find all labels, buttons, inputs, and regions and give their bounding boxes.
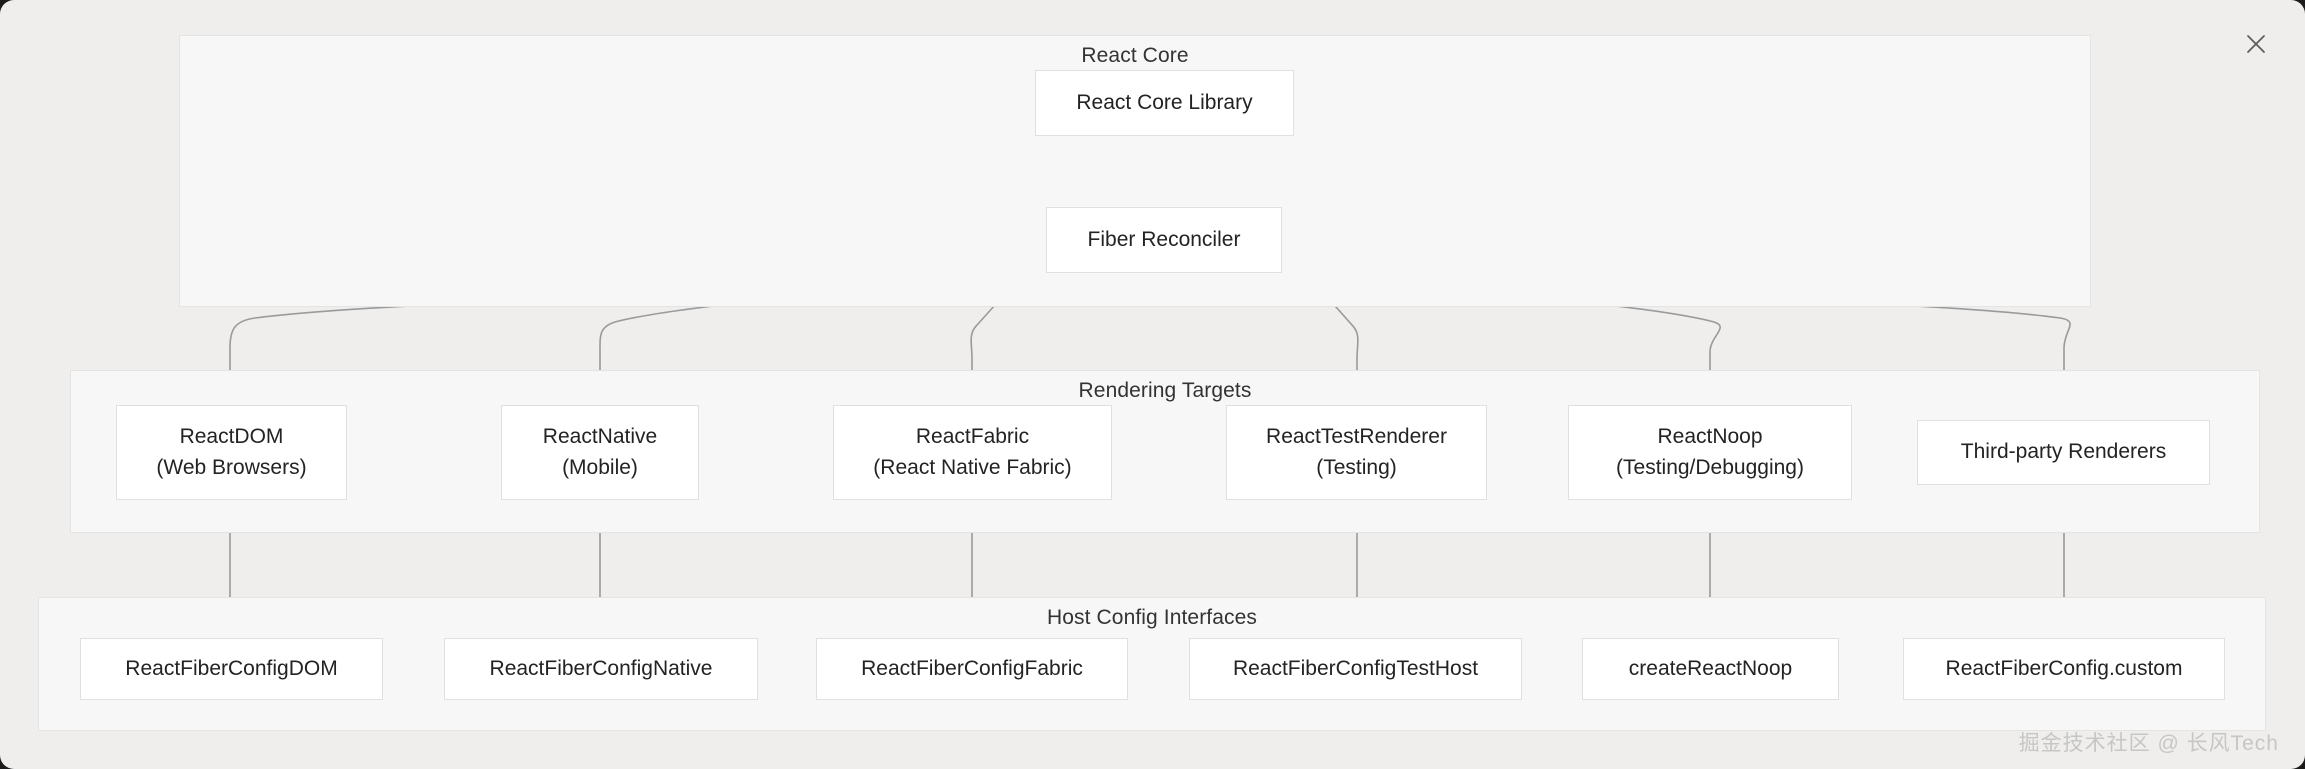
node-createreactnoop[interactable]: createReactNoop bbox=[1582, 638, 1839, 700]
group-host-config-interfaces: Host Config Interfaces bbox=[38, 597, 2266, 731]
node-reacttestrenderer-line2: (Testing) bbox=[1316, 455, 1397, 479]
node-reactfabric-line1: ReactFabric bbox=[915, 425, 1030, 449]
node-createreactnoop-line1: createReactNoop bbox=[1628, 656, 1793, 680]
node-third-party-renderers-line1: Third-party Renderers bbox=[1960, 440, 2167, 464]
node-reactfabric[interactable]: ReactFabric (React Native Fabric) bbox=[833, 405, 1112, 500]
node-reactfiberconfigcustom[interactable]: ReactFiberConfig.custom bbox=[1903, 638, 2225, 700]
group-react-core-label: React Core bbox=[1081, 44, 1189, 67]
node-reactfiberconfignative-line1: ReactFiberConfigNative bbox=[489, 656, 713, 680]
node-reactfabric-line2: (React Native Fabric) bbox=[873, 455, 1072, 479]
node-reactfiberconfigtesthost-line1: ReactFiberConfigTestHost bbox=[1232, 656, 1479, 680]
node-fiber-reconciler-line1: Fiber Reconciler bbox=[1087, 227, 1241, 251]
group-host-config-interfaces-label: Host Config Interfaces bbox=[1047, 606, 1257, 629]
node-reactnative-line2: (Mobile) bbox=[562, 455, 638, 479]
node-reacttestrenderer[interactable]: ReactTestRenderer (Testing) bbox=[1226, 405, 1487, 500]
node-fiber-reconciler[interactable]: Fiber Reconciler bbox=[1046, 207, 1282, 273]
node-reactfiberconfigdom[interactable]: ReactFiberConfigDOM bbox=[80, 638, 383, 700]
node-third-party-renderers[interactable]: Third-party Renderers bbox=[1917, 420, 2210, 485]
node-reactnoop-line1: ReactNoop bbox=[1657, 425, 1763, 449]
node-reactfiberconfigdom-line1: ReactFiberConfigDOM bbox=[125, 656, 338, 680]
node-reactfiberconfignative[interactable]: ReactFiberConfigNative bbox=[444, 638, 758, 700]
close-icon[interactable] bbox=[2239, 27, 2273, 61]
group-rendering-targets-label: Rendering Targets bbox=[1078, 379, 1252, 402]
node-reactnoop[interactable]: ReactNoop (Testing/Debugging) bbox=[1568, 405, 1852, 500]
node-react-core-library[interactable]: React Core Library bbox=[1035, 70, 1294, 136]
watermark: 掘金技术社区 @ 长风Tech bbox=[2018, 732, 2279, 755]
node-reactnoop-line2: (Testing/Debugging) bbox=[1616, 455, 1804, 479]
node-reactdom[interactable]: ReactDOM (Web Browsers) bbox=[116, 405, 347, 500]
node-reactfiberconfigfabric-line1: ReactFiberConfigFabric bbox=[861, 656, 1083, 680]
node-reactnative-line1: ReactNative bbox=[542, 425, 658, 449]
node-react-core-library-line1: React Core Library bbox=[1076, 90, 1253, 114]
node-reactfiberconfigfabric[interactable]: ReactFiberConfigFabric bbox=[816, 638, 1128, 700]
node-reactfiberconfigtesthost[interactable]: ReactFiberConfigTestHost bbox=[1189, 638, 1522, 700]
node-reactnative[interactable]: ReactNative (Mobile) bbox=[501, 405, 699, 500]
node-reactfiberconfigcustom-line1: ReactFiberConfig.custom bbox=[1945, 656, 2183, 680]
node-reactdom-line1: ReactDOM bbox=[179, 425, 284, 449]
group-rendering-targets: Rendering Targets bbox=[70, 370, 2260, 533]
node-reactdom-line2: (Web Browsers) bbox=[156, 455, 307, 479]
node-reacttestrenderer-line1: ReactTestRenderer bbox=[1266, 425, 1447, 449]
